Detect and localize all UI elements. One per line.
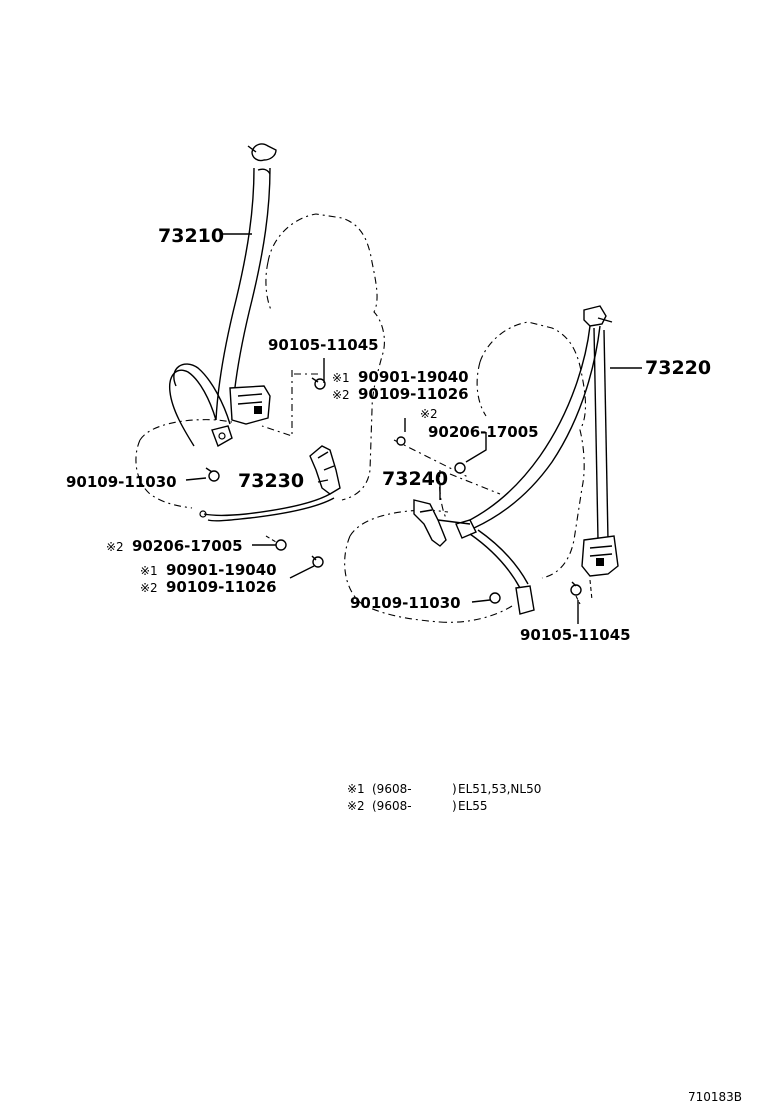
- label-73240: 73240: [382, 468, 448, 490]
- label-left-washer-part: 90206-17005: [132, 537, 243, 555]
- footnote-2-range: (9608-: [372, 799, 412, 813]
- label-left-washer-mark: ※2: [106, 540, 124, 554]
- part-labels: 73210 73220 73230 73240 90105-11045 9010…: [66, 225, 711, 644]
- left-seat-outline: [135, 213, 385, 509]
- label-center-mark-only: ※2: [420, 407, 438, 421]
- footnote-2-mark: ※2: [347, 799, 365, 813]
- right-seat-belt-assembly: [455, 305, 619, 615]
- figure-code: 710183B: [688, 1090, 742, 1104]
- label-center-note2-mark: ※2: [332, 388, 350, 402]
- left-buckle-73230: [199, 445, 341, 522]
- footnote-1-models: EL51,53,NL50: [458, 782, 541, 796]
- footnote-1-range: (9608-: [372, 782, 412, 796]
- label-left-note1-mark: ※1: [140, 564, 158, 578]
- label-left-bolt-bottom: 90109-11030: [66, 473, 177, 491]
- svg-text:): ): [452, 782, 457, 796]
- label-center-washer-part: 90206-17005: [428, 423, 539, 441]
- footnote-1-mark: ※1: [347, 782, 365, 796]
- label-left-note2-part: 90109-11026: [166, 578, 277, 596]
- label-right-bolt-left: 90109-11030: [350, 594, 461, 612]
- label-73210: 73210: [158, 225, 224, 247]
- right-hardware: [396, 418, 593, 605]
- label-left-bolt-top: 90105-11045: [268, 336, 379, 354]
- label-left-note1-part: 90901-19040: [166, 561, 277, 579]
- label-right-bolt-right: 90105-11045: [520, 626, 631, 644]
- right-buckle-73240: [413, 499, 471, 547]
- left-seat-belt-assembly: [169, 143, 277, 448]
- label-center-note1-mark: ※1: [332, 371, 350, 385]
- leader-lines: [185, 233, 642, 624]
- label-left-note2-mark: ※2: [140, 581, 158, 595]
- footnote-2-models: EL55: [458, 799, 488, 813]
- svg-text:): ): [452, 799, 457, 813]
- label-73220: 73220: [645, 357, 711, 379]
- label-center-note2-part: 90109-11026: [358, 385, 469, 403]
- label-center-note1-part: 90901-19040: [358, 368, 469, 386]
- label-73230: 73230: [238, 470, 304, 492]
- footnotes: ※1 (9608- ) EL51,53,NL50 ※2 (9608- ) EL5…: [347, 782, 541, 813]
- left-hardware: [205, 358, 326, 568]
